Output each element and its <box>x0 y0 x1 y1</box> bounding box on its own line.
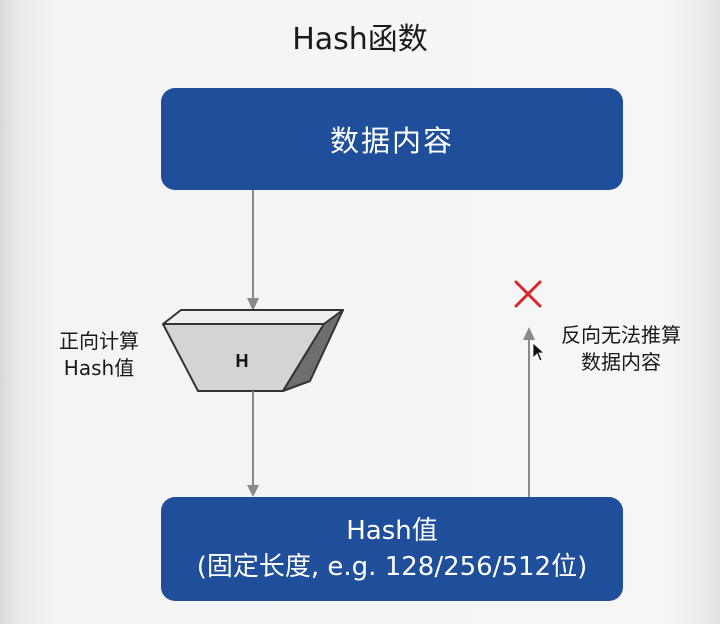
arrow-down-to-hash-value <box>247 391 259 497</box>
forward-compute-line2: Hash值 <box>63 356 135 380</box>
forward-compute-line1: 正向计算 <box>59 329 139 353</box>
reverse-infeasible-line1: 反向无法推算 <box>561 323 681 347</box>
reverse-infeasible-line2: 数据内容 <box>581 350 661 374</box>
cross-mark-icon <box>514 280 542 308</box>
hash-function-shape <box>162 309 344 392</box>
hash-value-box: Hash值 (固定长度, e.g. 128/256/512位) <box>161 497 623 601</box>
diagram-title: Hash函数 <box>292 22 428 57</box>
hash-length-label: (固定长度, e.g. 128/256/512位) <box>196 552 588 582</box>
data-content-label: 数据内容 <box>329 124 454 158</box>
arrow-down-to-hash <box>247 190 259 311</box>
hash-value-label: Hash值 <box>346 516 438 546</box>
hash-function-label: H <box>235 351 249 371</box>
forward-compute-label: 正向计算 Hash值 <box>40 328 158 382</box>
arrow-up-reverse <box>523 327 535 497</box>
reverse-infeasible-label: 反向无法推算 数据内容 <box>548 322 694 376</box>
data-content-box: 数据内容 <box>161 88 623 190</box>
mouse-cursor-icon <box>532 342 546 362</box>
